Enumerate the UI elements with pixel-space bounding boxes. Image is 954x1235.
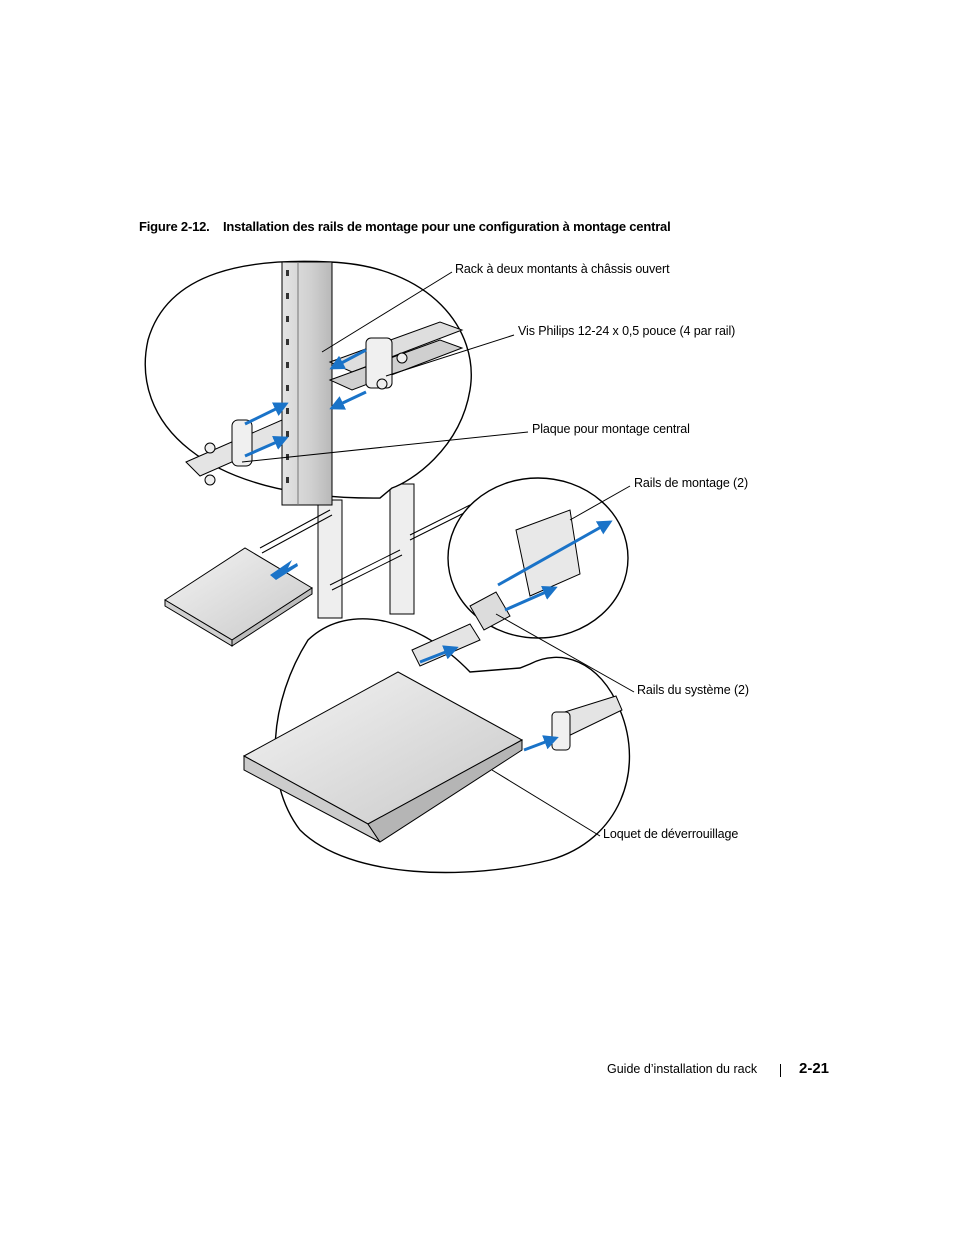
callout-leaders xyxy=(241,271,635,837)
figure-title: Installation des rails de montage pour u… xyxy=(223,219,671,234)
detail-bottom xyxy=(242,618,631,874)
callout-latch: Loquet de déverrouillage xyxy=(603,827,739,841)
insert-arrow xyxy=(270,560,298,580)
callout-plate: Plaque pour montage central xyxy=(532,422,690,436)
callout-screws: Vis Philips 12-24 x 0,5 pouce (4 par rai… xyxy=(518,324,736,338)
callout-system-rails: Rails du système (2) xyxy=(637,683,749,697)
callout-mount-rails: Rails de montage (2) xyxy=(634,476,749,490)
rack-overview xyxy=(259,483,471,619)
page-number: 2-21 xyxy=(799,1060,830,1077)
callout-rack: Rack à deux montants à châssis ouvert xyxy=(455,262,670,276)
detail-top xyxy=(144,260,472,506)
server-small xyxy=(164,547,313,647)
figure-caption: Figure 2-12. Installation des rails de m… xyxy=(139,219,671,234)
detail-right xyxy=(447,477,629,639)
figure-number: Figure 2-12. xyxy=(139,219,210,234)
footer-separator xyxy=(780,1064,781,1077)
footer-guide-title: Guide d’installation du rack xyxy=(607,1062,758,1076)
